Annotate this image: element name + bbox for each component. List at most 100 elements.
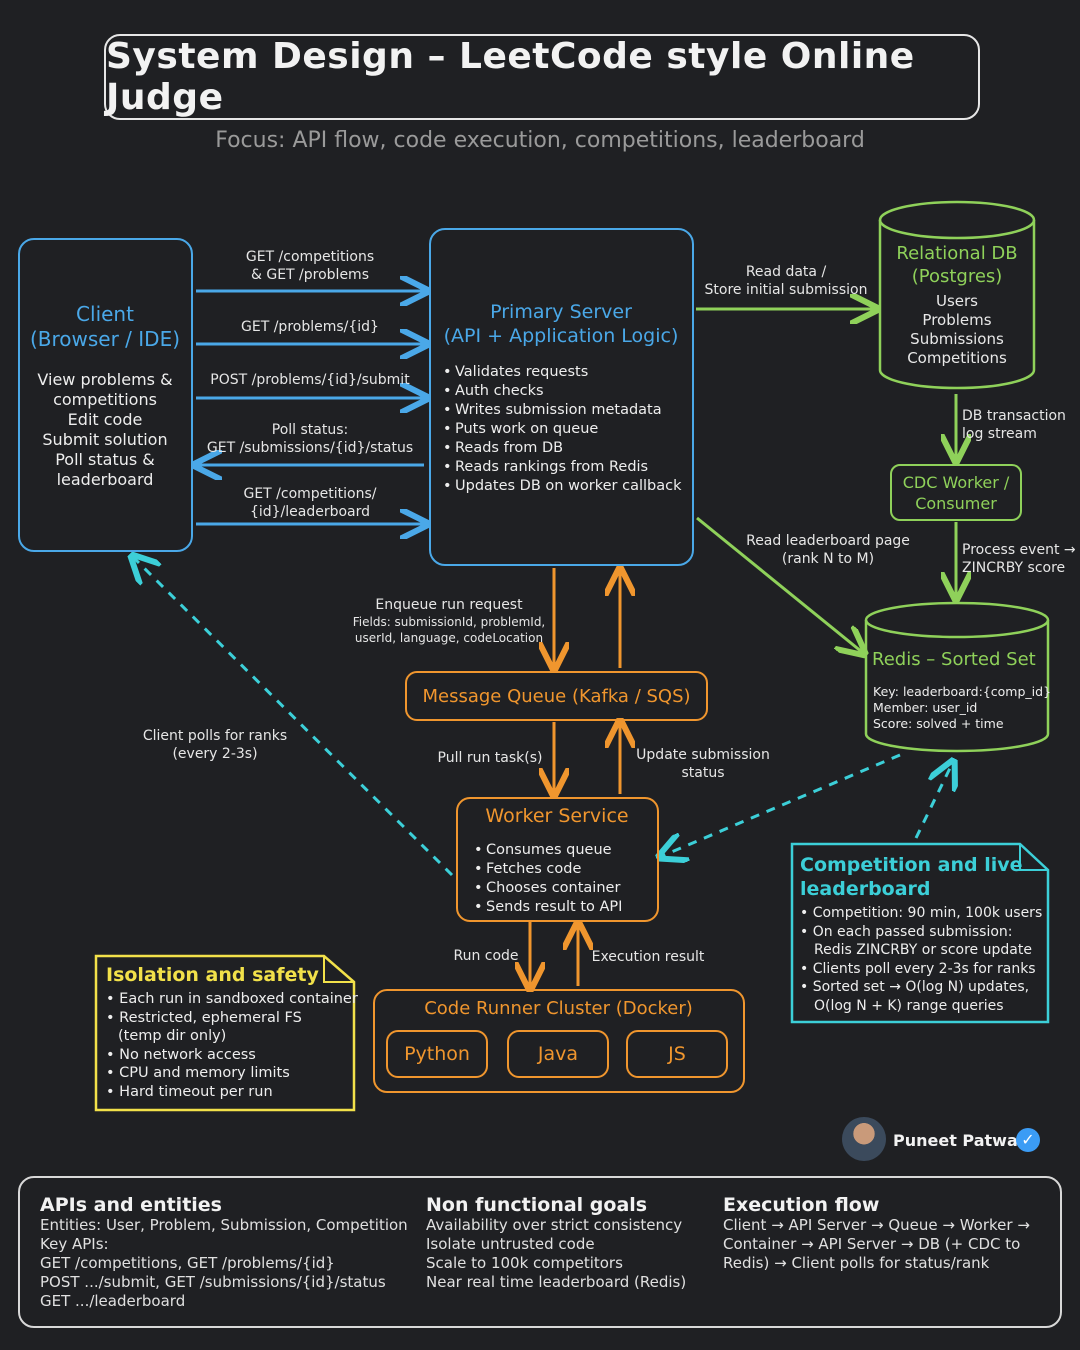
apis-section: APIs and entities Entities: User, Proble… bbox=[40, 1194, 408, 1311]
edge-label-get-competitions: GET /competitions & GET /problems bbox=[222, 248, 398, 284]
nfg-line: Near real time leaderboard (Redis) bbox=[426, 1273, 687, 1291]
page-title: System Design – LeetCode style Online Ju… bbox=[106, 36, 915, 118]
edge-text: Enqueue run request bbox=[375, 597, 523, 613]
edge-text: DB transaction bbox=[962, 408, 1066, 424]
arrow-client-polls bbox=[134, 558, 454, 877]
competition-bullet: • Competition: 90 min, 100k users bbox=[800, 905, 1043, 921]
edge-text: GET /competitions/ bbox=[243, 486, 377, 502]
lang-js: JS bbox=[626, 1030, 728, 1078]
nfg-section: Non functional goals Availability over s… bbox=[426, 1194, 686, 1292]
client-line: Poll status & bbox=[55, 450, 155, 469]
apis-line: POST .../submit, GET /submissions/{id}/s… bbox=[40, 1273, 386, 1291]
competition-title: Competition and live leaderboard bbox=[800, 854, 1023, 900]
author-name: Puneet Patwari bbox=[893, 1131, 1032, 1150]
competition-note-frame bbox=[790, 842, 1050, 1024]
apis-title: APIs and entities bbox=[40, 1194, 222, 1216]
isolation-bullet: • Restricted, ephemeral FS bbox=[106, 1009, 302, 1026]
cdc-line: CDC Worker / bbox=[902, 473, 1010, 492]
isolation-note: Isolation and safety • Each run in sandb… bbox=[106, 964, 358, 1101]
apis-line: Entities: User, Problem, Submission, Com… bbox=[40, 1216, 408, 1234]
worker-bullet: Consumes queue bbox=[474, 841, 622, 860]
isolation-bullet: • Hard timeout per run bbox=[106, 1083, 273, 1100]
edge-text: userId, language, codeLocation bbox=[354, 631, 544, 645]
apis-line: Key APIs: bbox=[40, 1235, 109, 1253]
apis-line: GET .../leaderboard bbox=[40, 1292, 186, 1310]
edge-label-get-problem: GET /problems/{id} bbox=[241, 319, 379, 335]
client-line: competitions bbox=[53, 390, 157, 409]
db-item: Submissions bbox=[910, 330, 1004, 348]
arrow-read-leaderboard bbox=[696, 516, 862, 652]
redis-cylinder bbox=[864, 601, 1050, 753]
page-subtitle: Focus: API flow, code execution, competi… bbox=[215, 128, 865, 153]
client-subtitle: (Browser / IDE) bbox=[29, 327, 181, 351]
primary-bullet: Reads rankings from Redis bbox=[443, 458, 682, 477]
apis-line: GET /competitions, GET /problems/{id} bbox=[40, 1254, 335, 1272]
edge-label-read-leaderboard: Read leaderboard page (rank N to M) bbox=[740, 532, 916, 568]
edge-label-client-polls: Client polls for ranks (every 2-3s) bbox=[130, 727, 300, 763]
client-line: Submit solution bbox=[42, 430, 168, 449]
competition-bullet: • Sorted set → O(log N) updates, bbox=[800, 979, 1030, 995]
edge-text: ZINCRBY score bbox=[962, 560, 1066, 576]
runner-title: Code Runner Cluster (Docker) bbox=[424, 998, 693, 1019]
worker-bullet: Sends result to API bbox=[474, 898, 622, 917]
primary-bullet: Writes submission metadata bbox=[443, 401, 682, 420]
edge-text: (rank N to M) bbox=[781, 551, 875, 567]
isolation-bullet: (temp dir only) bbox=[118, 1028, 227, 1044]
client-line: leaderboard bbox=[56, 470, 154, 489]
nfg-line: Scale to 100k competitors bbox=[426, 1254, 623, 1272]
edge-text: {id}/leaderboard bbox=[249, 504, 371, 520]
client-line: Edit code bbox=[67, 410, 143, 429]
title-box: System Design – LeetCode style Online Ju… bbox=[104, 34, 980, 120]
edge-text: status bbox=[681, 765, 725, 781]
edge-label-update-status: Update submission status bbox=[630, 746, 776, 782]
client-line: View problems & bbox=[37, 370, 173, 389]
edge-text: (every 2-3s) bbox=[172, 746, 258, 762]
primary-bullet: Reads from DB bbox=[443, 439, 682, 458]
client-box: Client (Browser / IDE) View problems & c… bbox=[18, 238, 193, 552]
competition-bullet: • On each passed submission: bbox=[800, 923, 1013, 940]
edge-label-leaderboard: GET /competitions/ {id}/leaderboard bbox=[210, 485, 410, 521]
edge-label-post-submit: POST /problems/{id}/submit bbox=[210, 372, 410, 388]
edge-text: & GET /problems bbox=[250, 267, 369, 283]
primary-subtitle: (API + Application Logic) bbox=[443, 325, 679, 347]
exec-title: Execution flow bbox=[723, 1194, 880, 1216]
client-title: Client bbox=[76, 302, 134, 326]
queue-label: Message Queue (Kafka / SQS) bbox=[422, 685, 691, 707]
edge-text: Process event → bbox=[962, 542, 1076, 558]
message-queue-box: Message Queue (Kafka / SQS) bbox=[405, 671, 708, 721]
isolation-title: Isolation and safety bbox=[106, 964, 319, 986]
exec-line: Container → API Server → DB (+ CDC to bbox=[723, 1235, 1021, 1253]
db-item: Competitions bbox=[907, 349, 1007, 367]
isolation-bullet: • Each run in sandboxed container bbox=[106, 991, 358, 1007]
edge-text: GET /competitions bbox=[245, 249, 375, 265]
nfg-line: Isolate untrusted code bbox=[426, 1235, 595, 1253]
code-runner-box: Code Runner Cluster (Docker) bbox=[373, 989, 745, 1093]
worker-title: Worker Service bbox=[485, 805, 629, 827]
isolation-bullet: • CPU and memory limits bbox=[106, 1065, 290, 1081]
edge-text: GET /submissions/{id}/status bbox=[206, 440, 414, 456]
isolation-note-frame bbox=[94, 954, 356, 1112]
isolation-bullet: • No network access bbox=[106, 1046, 256, 1063]
redis-key: Key: leaderboard:{comp_id} bbox=[873, 684, 1052, 699]
edge-label-db-log: DB transaction log stream bbox=[962, 407, 1070, 443]
redis-member: Member: user_id bbox=[873, 700, 978, 715]
avatar bbox=[842, 1117, 886, 1161]
db-item: Problems bbox=[922, 311, 992, 329]
worker-service-box: Worker Service Consumes queue Fetches co… bbox=[456, 797, 659, 922]
primary-server-box: Primary Server (API + Application Logic)… bbox=[429, 228, 694, 566]
competition-bullet: Redis ZINCRBY or score update bbox=[814, 942, 1032, 958]
redis-score: Score: solved + time bbox=[873, 716, 1004, 731]
cdc-line: Consumer bbox=[915, 494, 997, 513]
edge-text: Update submission bbox=[636, 747, 770, 763]
edge-text: Client polls for ranks bbox=[142, 728, 288, 744]
edge-label-process-event: Process event → ZINCRBY score bbox=[962, 541, 1078, 577]
competition-note: Competition and live leaderboard • Compe… bbox=[800, 853, 1042, 1015]
lang-python: Python bbox=[386, 1030, 488, 1078]
edge-label-enqueue: Enqueue run request Fields: submissionId… bbox=[340, 596, 558, 646]
edge-text: Store initial submission bbox=[704, 282, 868, 298]
edge-text: Read data / bbox=[745, 264, 827, 280]
exec-section: Execution flow Client → API Server → Que… bbox=[723, 1194, 1030, 1273]
db-text: Relational DB (Postgres) Users Problems … bbox=[880, 242, 1034, 368]
primary-bullet: Updates DB on worker callback bbox=[443, 477, 682, 496]
